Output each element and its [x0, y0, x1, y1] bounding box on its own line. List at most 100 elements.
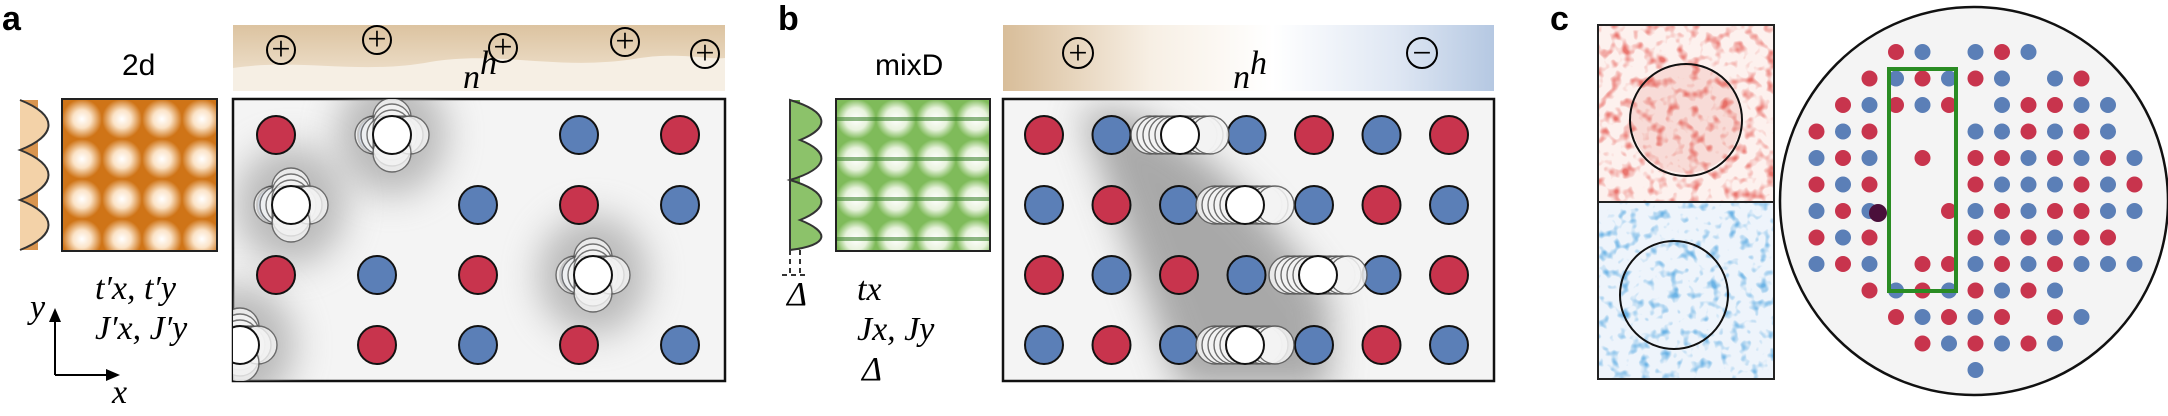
site-a	[559, 185, 599, 225]
reconstructed-site	[2020, 256, 2037, 272]
site-b	[1361, 185, 1402, 225]
site-b	[1159, 185, 1199, 225]
reconstructed-site	[1994, 203, 2010, 219]
reconstructed-site	[1808, 203, 1825, 219]
reconstructed-site	[1861, 150, 1878, 166]
hole-a	[271, 185, 311, 225]
reconstructed-site	[1994, 309, 2010, 325]
charge-plus-a	[690, 39, 720, 69]
reconstructed-site	[2020, 203, 2037, 219]
reconstructed-site	[1835, 203, 1851, 219]
orange-potential-profile	[17, 99, 50, 251]
reconstructed-site	[1994, 70, 2010, 87]
reconstructed-site	[2073, 70, 2090, 87]
reconstructed-site	[2047, 123, 2063, 140]
reconstructed-site	[2073, 123, 2090, 140]
site-a	[660, 325, 700, 365]
site-b	[1091, 115, 1132, 155]
site-a	[458, 185, 498, 225]
reconstructed-site	[2126, 256, 2143, 272]
reconstructed-site	[2073, 256, 2090, 272]
reconstructed-site	[1967, 229, 1984, 246]
axis-x-label: x	[111, 374, 127, 411]
site-a	[559, 325, 599, 365]
hole-a	[233, 325, 260, 365]
reconstructed-site	[2100, 97, 2116, 113]
reconstructed-site	[1888, 70, 1904, 87]
reconstructed-site	[2100, 150, 2116, 166]
reconstructed-site	[1835, 176, 1851, 193]
reconstructed-site	[1914, 309, 1931, 325]
doublon-site	[1869, 204, 1887, 222]
site-b	[1294, 115, 1334, 155]
reconstructed-site	[1967, 150, 1984, 166]
axis-y-label: y	[27, 289, 46, 326]
reconstructed-site	[2073, 176, 2090, 193]
density-label-a: nh	[463, 45, 497, 96]
hole-density-band-a	[233, 25, 725, 91]
reconstructed-site	[1967, 70, 1984, 87]
reconstructed-site	[1808, 229, 1825, 246]
reconstructed-site	[1861, 123, 1878, 140]
reconstructed-site	[1994, 256, 2010, 272]
reconstructed-site	[1861, 70, 1878, 87]
reconstructed-site	[1941, 309, 1957, 325]
panel-letter-a: a	[2, 0, 22, 38]
params-a-line2: J′x, J′y	[95, 310, 188, 347]
reconstructed-site	[1994, 229, 2010, 246]
axes-indicator	[49, 308, 120, 381]
fluorescence-image-red	[1598, 25, 1774, 202]
reconstructed-site	[1967, 176, 1984, 193]
reconstructed-site	[1861, 229, 1878, 246]
reconstructed-site	[2020, 335, 2037, 352]
reconstructed-site	[1967, 309, 1984, 325]
reconstructed-site	[2100, 256, 2116, 272]
hole-shadows-b	[1080, 110, 1330, 381]
panel-b: b Δ mixD tx Jx, Jy Δ + − nh	[778, 0, 1496, 388]
reconstructed-site	[1994, 282, 2010, 299]
reconstructed-site	[1914, 335, 1931, 352]
reconstructed-site	[2047, 229, 2063, 246]
reconstructed-site	[1808, 256, 1825, 272]
reconstructed-site	[2047, 176, 2063, 193]
reconstructed-site	[2073, 150, 2090, 166]
reconstructed-site	[1914, 70, 1931, 87]
site-a	[660, 185, 700, 225]
charge-plus-a-text: +	[615, 23, 634, 60]
svg-text:−: −	[1412, 35, 1431, 72]
panel-c: c	[1550, 0, 2168, 397]
reconstructed-site	[2047, 309, 2063, 325]
reconstructed-site	[2100, 176, 2116, 193]
reconstructed-site	[2047, 256, 2063, 272]
reconstructed-site	[1808, 123, 1825, 140]
reconstructed-site	[2073, 309, 2090, 325]
panel-a: a 2d t′x, t′y J′x, J′y y x +++++ nh	[2, 0, 727, 411]
lattice-name-2d: 2d	[122, 49, 155, 82]
hole-shadow-b	[1080, 110, 1330, 381]
charge-minus-b: −	[1406, 35, 1438, 72]
reconstructed-site	[1994, 150, 2010, 166]
reconstructed-site	[2073, 229, 2090, 246]
site-b	[1024, 115, 1064, 155]
reconstructed-site	[1888, 44, 1904, 60]
reconstructed-site	[1994, 97, 2010, 113]
mobile-holes-b	[1130, 115, 1368, 365]
reconstructed-site	[2126, 150, 2143, 166]
site-b	[1226, 115, 1267, 155]
site-b	[1091, 255, 1132, 295]
site-b	[1226, 255, 1267, 295]
density-label-b: nh	[1233, 45, 1267, 96]
site-b	[1429, 185, 1469, 225]
reconstructed-site	[2020, 176, 2037, 193]
site-a	[357, 255, 397, 295]
mobile-holes-a	[233, 99, 631, 381]
site-b	[1091, 185, 1132, 225]
reconstructed-site	[1914, 44, 1931, 60]
params-b-line1: tx	[857, 271, 882, 308]
charge-markers-a: +++++	[266, 21, 720, 72]
reconstructed-site	[2100, 123, 2116, 140]
params-b-line3: Δ	[860, 351, 882, 388]
reconstructed-site	[1967, 44, 1984, 60]
hole-b	[1225, 185, 1265, 225]
reconstructed-site	[1914, 150, 1931, 166]
